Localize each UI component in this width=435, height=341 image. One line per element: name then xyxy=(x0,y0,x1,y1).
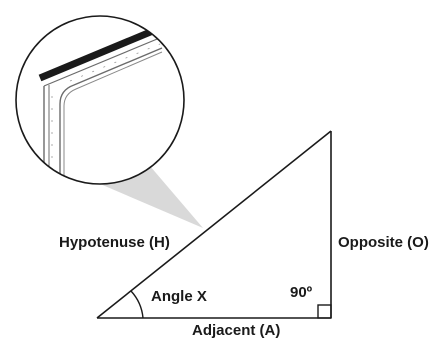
hypotenuse-line xyxy=(96,130,332,319)
magnifier-icon xyxy=(15,15,185,185)
right-angle-marker xyxy=(317,304,332,319)
adjacent-label: Adjacent (A) xyxy=(192,322,280,339)
angle-label: Angle X xyxy=(151,288,207,305)
opposite-label: Opposite (O) xyxy=(338,234,429,251)
right-angle-label: 90º xyxy=(290,284,313,301)
hypotenuse-label: Hypotenuse (H) xyxy=(59,234,170,251)
angle-arc xyxy=(130,290,144,319)
